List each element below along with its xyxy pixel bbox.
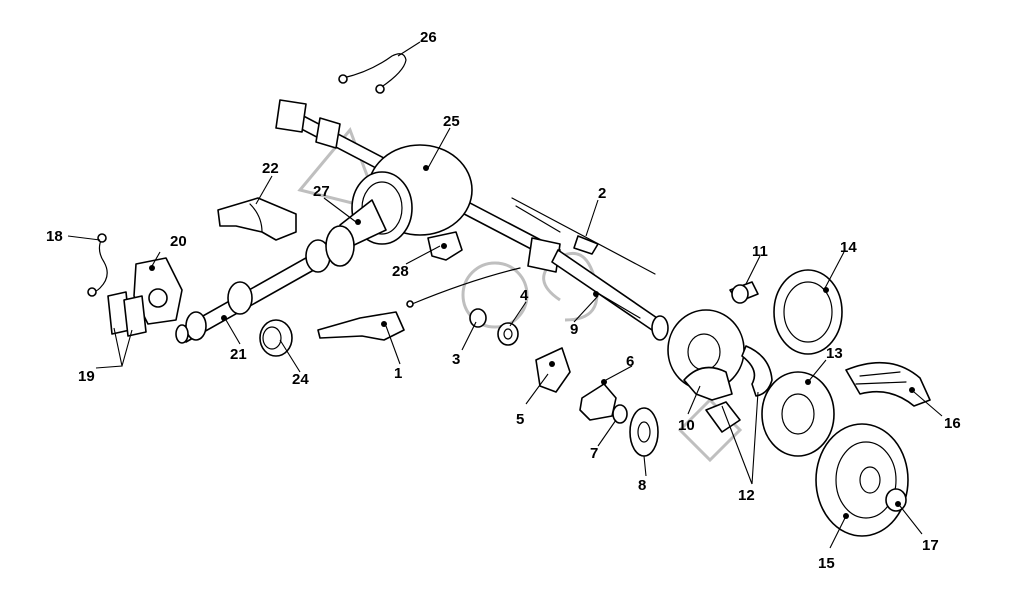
callout-5: 5 bbox=[516, 411, 524, 428]
callout-7: 7 bbox=[590, 445, 598, 462]
part-wheel-nut bbox=[885, 488, 907, 512]
callout-6: 6 bbox=[626, 353, 634, 370]
callout-13: 13 bbox=[826, 345, 843, 362]
callout-4: 4 bbox=[520, 287, 529, 304]
part-seal bbox=[469, 308, 487, 328]
part-wear-sensor bbox=[87, 233, 108, 297]
part-brake-drum bbox=[761, 371, 835, 457]
part-brake-cable bbox=[511, 197, 656, 275]
callout-17: 17 bbox=[922, 537, 939, 554]
part-brake-assembly bbox=[773, 269, 843, 355]
part-axle-housing bbox=[275, 99, 669, 341]
callout-22: 22 bbox=[262, 160, 279, 177]
callout-24: 24 bbox=[292, 371, 309, 388]
callout-8: 8 bbox=[638, 477, 646, 494]
callout-26: 26 bbox=[420, 29, 437, 46]
callout-9: 9 bbox=[570, 321, 578, 338]
part-drive-shaft bbox=[175, 225, 355, 344]
callout-labels: 26 25 2 22 27 28 18 20 19 21 24 1 3 4 5 … bbox=[46, 29, 961, 572]
callout-25: 25 bbox=[443, 113, 460, 130]
part-brake-pads bbox=[107, 291, 147, 337]
callout-19: 19 bbox=[78, 368, 95, 385]
watermark bbox=[297, 127, 743, 463]
part-retainer-plate bbox=[629, 407, 659, 457]
callout-14: 14 bbox=[840, 239, 857, 256]
part-hub bbox=[579, 379, 617, 421]
part-flange bbox=[535, 347, 571, 393]
callout-12: 12 bbox=[738, 487, 755, 504]
part-wheel-cylinder bbox=[729, 281, 759, 304]
part-wheel-rim bbox=[815, 423, 909, 537]
part-caliper bbox=[133, 257, 183, 325]
part-brake-shoe bbox=[683, 366, 733, 401]
part-bearing bbox=[497, 322, 519, 346]
callout-18: 18 bbox=[46, 228, 63, 245]
part-bearing-cap bbox=[217, 197, 297, 241]
callout-3: 3 bbox=[452, 351, 460, 368]
part-brake-hose bbox=[338, 53, 407, 94]
part-washer bbox=[612, 404, 628, 424]
part-handbrake-lever bbox=[317, 311, 405, 341]
callout-16: 16 bbox=[944, 415, 961, 432]
callout-28: 28 bbox=[392, 263, 409, 280]
part-brake-shoe-2 bbox=[705, 345, 773, 433]
part-bracket bbox=[427, 231, 463, 261]
callout-27: 27 bbox=[313, 183, 330, 200]
part-tire-tread bbox=[845, 361, 931, 407]
callout-1: 1 bbox=[394, 365, 402, 382]
callout-11: 11 bbox=[752, 243, 768, 260]
leader-lines bbox=[67, 41, 943, 549]
callout-20: 20 bbox=[170, 233, 187, 250]
callout-10: 10 bbox=[678, 417, 695, 434]
callout-2: 2 bbox=[598, 185, 606, 202]
part-axle-shaft bbox=[406, 267, 641, 319]
callout-21: 21 bbox=[230, 346, 247, 363]
callout-15: 15 bbox=[818, 555, 835, 572]
